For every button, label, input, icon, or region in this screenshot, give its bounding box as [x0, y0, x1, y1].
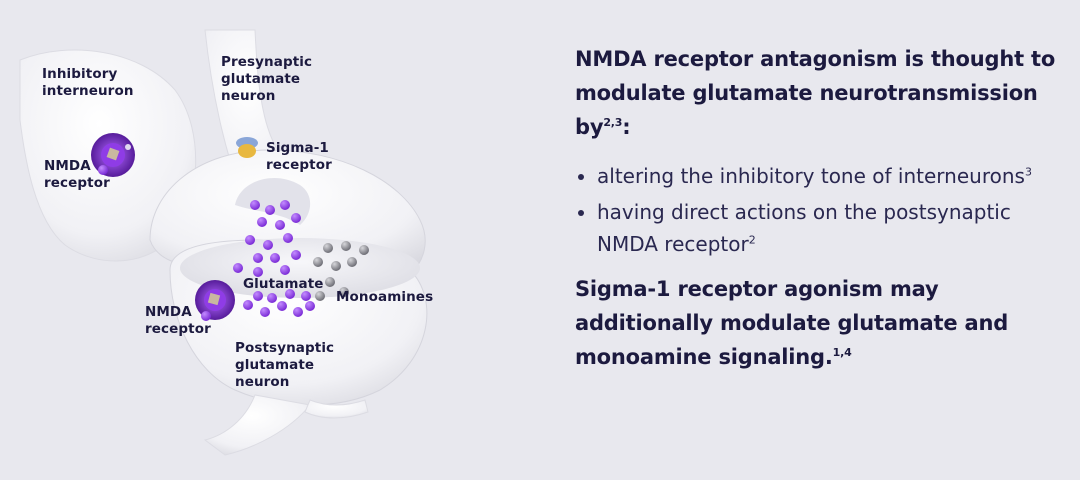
sigma1-receptor-graphic	[236, 137, 258, 158]
postsynaptic-dendrite	[203, 394, 311, 456]
synapse-illustration: Inhibitory interneuron Presynaptic gluta…	[19, 29, 434, 456]
mechanism-bullet-list: altering the inhibitory tone of interneu…	[575, 160, 1070, 260]
nmda-receptor-interneuron-graphic	[91, 133, 135, 177]
glutamate-particles	[233, 200, 315, 317]
heading-nmda-antagonism-text: NMDA receptor antagonism is thought to m…	[575, 47, 1056, 139]
label-postsynaptic-neuron: Postsynaptic glutamate neuron	[235, 340, 335, 390]
bullet-item: altering the inhibitory tone of interneu…	[575, 160, 1070, 192]
vesicle-pocket	[235, 177, 311, 225]
label-sigma1-receptor: Sigma-1 receptor	[266, 140, 332, 173]
label-nmda-receptor-interneuron: NMDA receptor	[44, 158, 110, 191]
nmda-receptor-postsynaptic-graphic	[195, 280, 235, 321]
label-inhibitory-interneuron: Inhibitory interneuron	[42, 66, 134, 99]
bullet-text: having direct actions on the postsynapti…	[597, 200, 1011, 256]
label-nmda-receptor-postsynaptic: NMDA receptor	[145, 304, 211, 337]
text-panel: NMDA receptor antagonism is thought to m…	[575, 42, 1070, 374]
bullet-item: having direct actions on the postsynapti…	[575, 196, 1070, 260]
heading-nmda-antagonism: NMDA receptor antagonism is thought to m…	[575, 42, 1070, 144]
bullet-ref: 3	[1024, 165, 1032, 179]
heading-sigma1-agonism: Sigma-1 receptor agonism may additionall…	[575, 272, 1070, 374]
monoamine-particles	[313, 241, 369, 301]
label-glutamate: Glutamate	[243, 276, 324, 292]
label-presynaptic-neuron: Presynaptic glutamate neuron	[221, 54, 313, 104]
bullet-text: altering the inhibitory tone of interneu…	[597, 164, 1025, 188]
synapse-diagram-graphic	[19, 29, 428, 456]
heading-nmda-antagonism-suffix: :	[622, 115, 631, 139]
bullet-ref: 2	[748, 233, 756, 247]
heading-sigma1-agonism-refs: 1,4	[832, 346, 852, 359]
heading-sigma1-agonism-text: Sigma-1 receptor agonism may additionall…	[575, 277, 1009, 369]
label-monoamines: Monoamines	[336, 289, 434, 305]
heading-nmda-antagonism-refs: 2,3	[603, 116, 623, 129]
